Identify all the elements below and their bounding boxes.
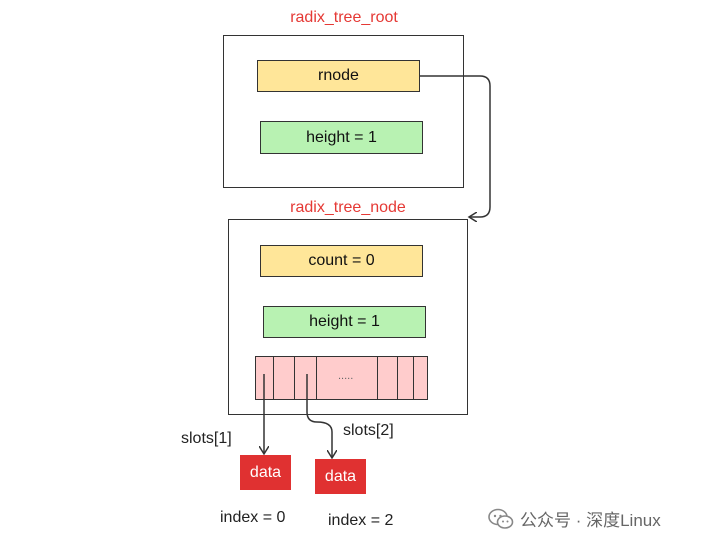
root-struct-box (223, 35, 464, 188)
slot2-label: slots[2] (343, 422, 394, 439)
slot-divider (273, 357, 274, 399)
slot-divider (413, 357, 414, 399)
wechat-icon (488, 508, 514, 529)
rnode-field: rnode (257, 60, 420, 92)
slots-array: ..... (255, 356, 428, 400)
root-struct-title: radix_tree_root (290, 9, 398, 26)
node-struct-title: radix_tree_node (290, 199, 406, 216)
data-block-index-0: data (240, 455, 291, 490)
slot-divider (397, 357, 398, 399)
node-struct-box (228, 219, 468, 415)
slot1-label: slots[1] (181, 430, 232, 447)
index-2-label: index = 2 (328, 512, 394, 529)
node-height-field: height = 1 (263, 306, 426, 338)
slot2-pointer-arrow (306, 374, 332, 457)
index-0-label: index = 0 (220, 509, 286, 526)
data-block-index-2: data (315, 459, 366, 494)
watermark-text: 公众号 · 深度Linux (520, 511, 661, 530)
root-height-field: height = 1 (260, 121, 423, 154)
slots-ellipsis: ..... (338, 370, 354, 382)
slot-divider (377, 357, 378, 399)
slot-divider (316, 357, 317, 399)
watermark: 公众号 · 深度Linux (488, 506, 661, 531)
rnode-pointer-arrow (420, 75, 491, 217)
slot-divider (294, 357, 295, 399)
count-field: count = 0 (260, 245, 423, 277)
